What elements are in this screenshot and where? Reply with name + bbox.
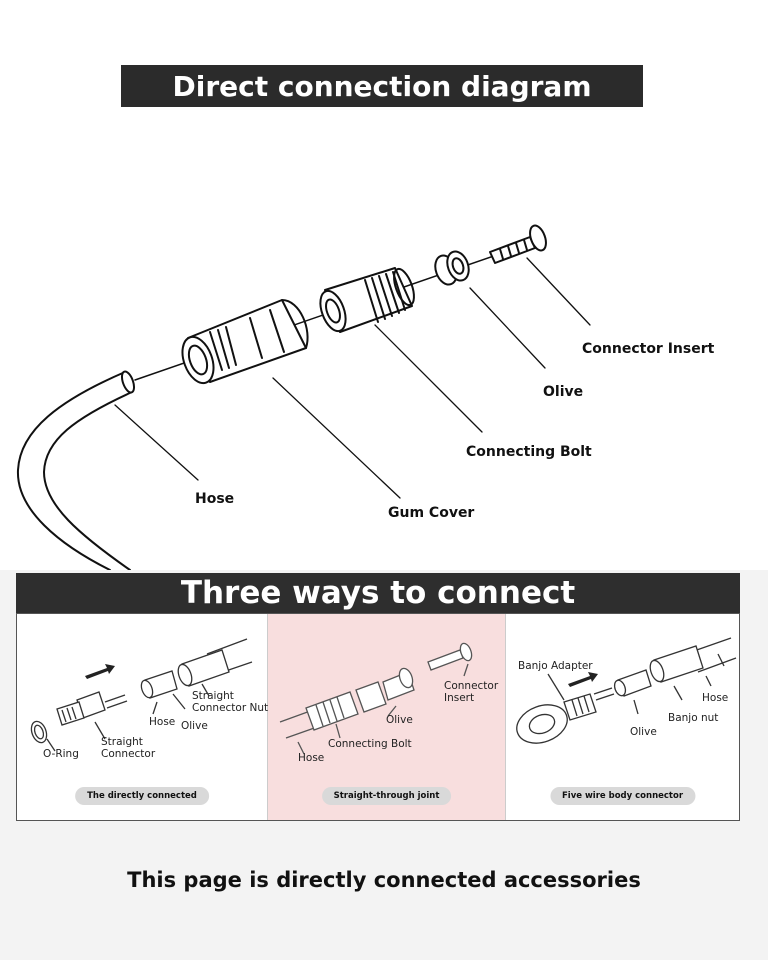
p2-label-olive: Olive [386,714,413,726]
section-title: Three ways to connect [16,573,740,613]
p3-caption: Five wire body connector [549,787,696,805]
p1-label-hose: Hose [149,716,176,728]
p3-label-olive: Olive [630,726,657,738]
gum-cover-shape [181,299,309,385]
p2-label-connecting-bolt: Connecting Bolt [328,738,412,750]
connection-methods-section: Three ways to connect [0,570,768,960]
label-gum-cover: Gum Cover [388,505,475,521]
p2-label-hose: Hose [298,752,325,764]
p1-label-straight-connector: Straight Connector [101,736,156,760]
olive-shape [434,250,470,286]
p3-label-hose: Hose [702,692,729,704]
label-hose: Hose [195,491,235,507]
label-connecting-bolt: Connecting Bolt [466,444,592,460]
p1-label-olive: Olive [181,720,208,732]
diagram-title: Direct connection diagram [121,65,643,107]
banjo-connection-illustration [516,637,737,744]
label-olive: Olive [543,384,584,400]
panel-five-wire: Banjo Adapter Hose Banjo nut Olive Five … [506,614,739,820]
p1-label-straight-connector-nut: Straight Connector Nut [192,690,269,714]
panel-straight-through: Connector Insert Olive Connecting Bolt H… [268,614,506,820]
p2-label-connector-insert: Connector Insert [444,680,499,704]
direct-connection-illustration [30,638,253,752]
exploded-view-illustration [16,224,591,570]
p1-caption: The directly connected [75,787,209,805]
panel-direct: O-Ring Straight Connector Hose Olive Str… [17,614,268,820]
connecting-bolt-shape [319,267,415,333]
connector-insert-shape [489,224,547,264]
p2-caption: Straight-through joint [321,787,452,805]
straight-through-illustration [279,642,473,755]
label-connector-insert: Connector Insert [582,341,715,357]
p3-label-banjo-nut: Banjo nut [668,712,719,724]
p3-label-banjo-adapter: Banjo Adapter [518,660,593,672]
hose-shape [16,371,126,570]
p1-label-o-ring: O-Ring [43,748,79,760]
methods-panels: O-Ring Straight Connector Hose Olive Str… [16,613,740,821]
footer-note: This page is directly connected accessor… [127,868,641,892]
